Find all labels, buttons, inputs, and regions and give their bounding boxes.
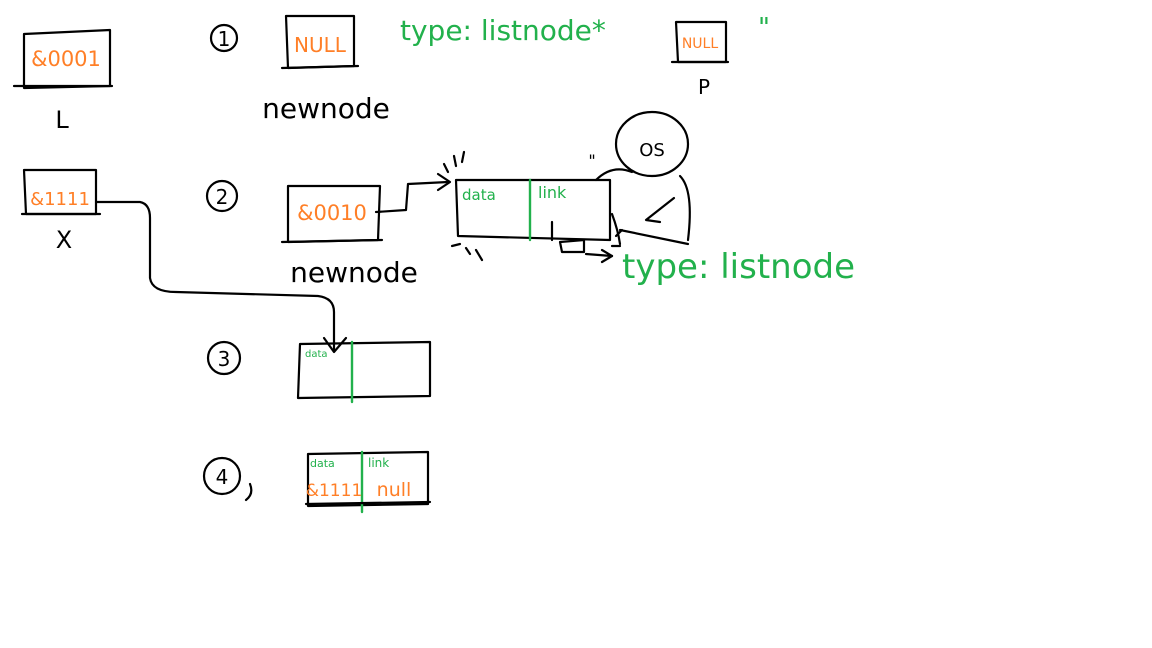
step-2-newnode-value: &0010 [297,201,367,225]
step-2-sparkle-marks [442,150,624,262]
variable-x: &1111 X [20,168,102,254]
variable-l: &0001 L [12,28,114,134]
step-1-number: 1 [218,27,231,51]
step-2-newnode-label: newnode [290,256,418,289]
variable-l-value: &0001 [31,47,101,71]
os-figure-tray [558,238,586,254]
step-2-pointer-arrow [374,180,450,214]
step-1-newnode-label: newnode [262,92,390,125]
step-3-number: 3 [218,347,231,371]
step-1-number-circle [209,23,239,53]
step-3: 3 data [206,340,432,404]
step-1: 1 NULL newnode type: listnode* NULL P " [209,13,770,125]
step-2-node-field-link: link [538,183,567,202]
variable-l-name: L [55,106,69,134]
variable-x-name: X [56,226,72,254]
os-figure-mark: " [588,151,595,170]
step-3-node-box [296,340,432,400]
step-4-node-field-link: link [368,456,389,470]
step-1-p-label: P [698,75,710,99]
step-1-type-note: type: listnode* [400,14,606,47]
step-1-newnode-value: NULL [294,33,347,57]
variable-x-value: &1111 [30,189,90,210]
step-2-pointer-arrowhead [436,172,452,192]
os-figure: OS " [550,110,691,254]
step-4-node-box [306,450,430,508]
step-4-number: 4 [216,465,229,489]
os-figure-hand [644,196,676,224]
step-4-number-circle [202,456,242,496]
step-3-number-circle [206,340,242,376]
os-figure-label: OS [639,140,665,161]
step-4-node-field-data: data [310,457,335,470]
step-4-node-value-link: null [377,479,412,501]
step-2-number: 2 [216,185,229,209]
step-4-node-value-data: &1111 [306,481,363,501]
step-2-type-note: type: listnode [622,247,855,287]
step-1-ditto-mark: " [758,13,770,43]
step-2-node-box [454,178,612,242]
step-2: 2 &0010 newnode data link OS [205,110,855,289]
os-figure-head [614,110,690,178]
step-2-number-circle [205,179,239,213]
step-1-p-value: NULL [682,36,719,52]
step-2-node-field-data: data [462,186,496,204]
step-4: 4 data link &1111 null [202,450,432,514]
x-pointer-arrow [94,200,336,352]
step-3-node-field-data: data [305,349,328,360]
